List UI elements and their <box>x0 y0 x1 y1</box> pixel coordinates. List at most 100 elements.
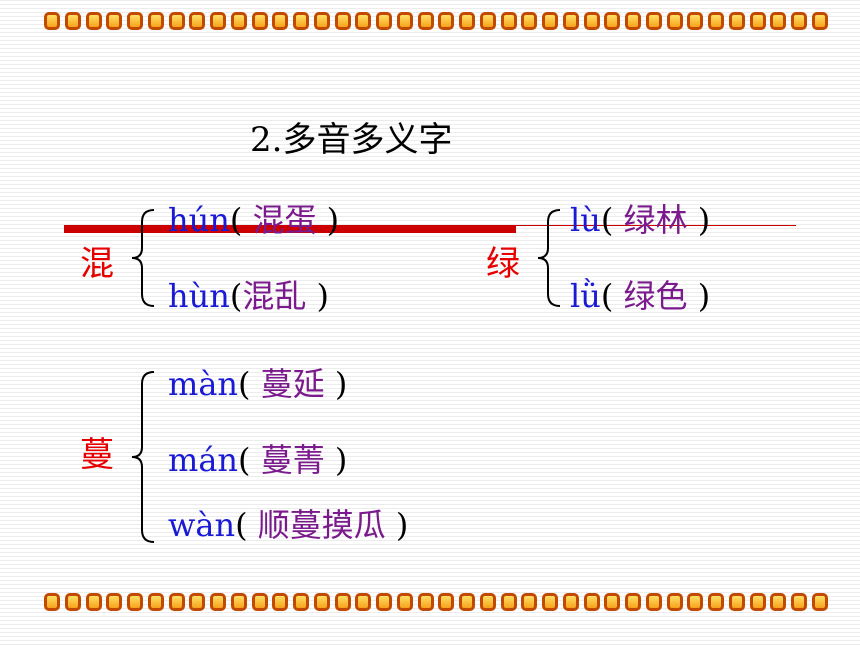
border-square-icon <box>44 12 60 30</box>
border-square-icon <box>770 593 787 611</box>
border-square-icon <box>272 12 289 30</box>
border-square-icon <box>127 12 143 30</box>
border-square-icon <box>479 593 496 611</box>
border-square-icon <box>85 12 102 30</box>
border-square-icon <box>728 593 745 611</box>
border-square-icon <box>168 593 185 611</box>
border-square-icon <box>147 593 164 611</box>
border-square-icon <box>459 593 475 611</box>
border-square-icon <box>666 12 683 30</box>
border-square-icon <box>791 593 807 611</box>
border-square-icon <box>542 12 558 30</box>
head-char-hun: 混 <box>80 244 114 284</box>
border-square-icon <box>85 593 102 611</box>
border-square-icon <box>604 593 621 611</box>
border-square-icon <box>147 12 164 30</box>
border-square-icon <box>500 593 517 611</box>
border-square-icon <box>44 593 60 611</box>
border-square-icon <box>521 593 538 611</box>
border-square-icon <box>230 593 247 611</box>
border-square-icon <box>708 12 724 30</box>
border-square-icon <box>210 593 226 611</box>
example-word: 绿林 <box>613 201 698 239</box>
border-square-icon <box>64 593 81 611</box>
border-square-icon <box>583 12 600 30</box>
pinyin: wàn <box>168 506 236 544</box>
border-square-icon <box>106 593 123 611</box>
border-square-icon <box>749 593 766 611</box>
border-square-icon <box>417 593 434 611</box>
border-square-icon <box>562 593 579 611</box>
border-square-icon <box>459 12 475 30</box>
border-square-icon <box>396 593 413 611</box>
example-word: 绿色 <box>613 277 698 315</box>
reading-man-2: mán( 蔓菁 ) <box>168 441 348 479</box>
head-char-lv: 绿 <box>486 244 520 284</box>
border-square-icon <box>189 593 206 611</box>
border-square-icon <box>728 12 745 30</box>
border-square-icon <box>542 593 558 611</box>
border-square-icon <box>811 593 828 611</box>
example-word: 顺蔓摸瓜 <box>247 506 396 544</box>
border-square-icon <box>500 12 517 30</box>
border-square-icon <box>355 593 372 611</box>
border-square-icon <box>438 593 455 611</box>
highlight-line-thin <box>516 225 796 226</box>
border-square-icon <box>396 12 413 30</box>
pinyin: lǜ <box>570 277 601 315</box>
brace-icon <box>131 371 155 543</box>
example-word: 蔓延 <box>250 365 335 403</box>
border-square-icon <box>210 12 226 30</box>
border-square-icon <box>293 12 309 30</box>
border-square-icon <box>708 593 724 611</box>
pinyin: lù <box>570 201 601 239</box>
border-square-icon <box>293 593 309 611</box>
border-square-icon <box>417 12 434 30</box>
border-square-icon <box>604 12 621 30</box>
brace-icon <box>131 209 155 307</box>
reading-hun-2: hún( 混蛋 ) <box>168 201 340 239</box>
border-square-icon <box>583 593 600 611</box>
reading-wan-4: wàn( 顺蔓摸瓜 ) <box>168 506 409 544</box>
pinyin: màn <box>168 365 239 403</box>
border-square-icon <box>64 12 81 30</box>
border-square-icon <box>334 593 351 611</box>
decorative-border-top <box>44 10 828 32</box>
brace-icon <box>537 209 561 307</box>
pinyin: hún <box>168 201 230 239</box>
border-square-icon <box>687 12 704 30</box>
border-square-icon <box>811 12 828 30</box>
border-square-icon <box>625 593 641 611</box>
border-square-icon <box>334 12 351 30</box>
border-square-icon <box>625 12 641 30</box>
border-square-icon <box>791 12 807 30</box>
border-square-icon <box>189 12 206 30</box>
reading-man-4: màn( 蔓延 ) <box>168 365 348 403</box>
pinyin: hùn <box>168 277 230 315</box>
border-square-icon <box>251 593 268 611</box>
border-square-icon <box>313 12 330 30</box>
border-square-icon <box>313 593 330 611</box>
border-square-icon <box>749 12 766 30</box>
pinyin: mán <box>168 441 239 479</box>
border-square-icon <box>562 12 579 30</box>
example-word: 蔓菁 <box>250 441 335 479</box>
border-square-icon <box>376 593 392 611</box>
reading-hun-4: hùn(混乱 ) <box>168 277 329 315</box>
border-square-icon <box>168 12 185 30</box>
border-square-icon <box>230 12 247 30</box>
border-square-icon <box>438 12 455 30</box>
border-square-icon <box>645 593 662 611</box>
border-square-icon <box>251 12 268 30</box>
border-square-icon <box>106 12 123 30</box>
border-square-icon <box>666 593 683 611</box>
border-square-icon <box>355 12 372 30</box>
border-square-icon <box>687 593 704 611</box>
head-char-man: 蔓 <box>80 435 114 475</box>
border-square-icon <box>770 12 787 30</box>
page-title: 2.多音多义字 <box>250 120 453 160</box>
decorative-border-bottom <box>44 591 828 613</box>
border-square-icon <box>272 593 289 611</box>
highlight-line <box>64 225 516 233</box>
example-word: 混乱 <box>242 277 317 315</box>
